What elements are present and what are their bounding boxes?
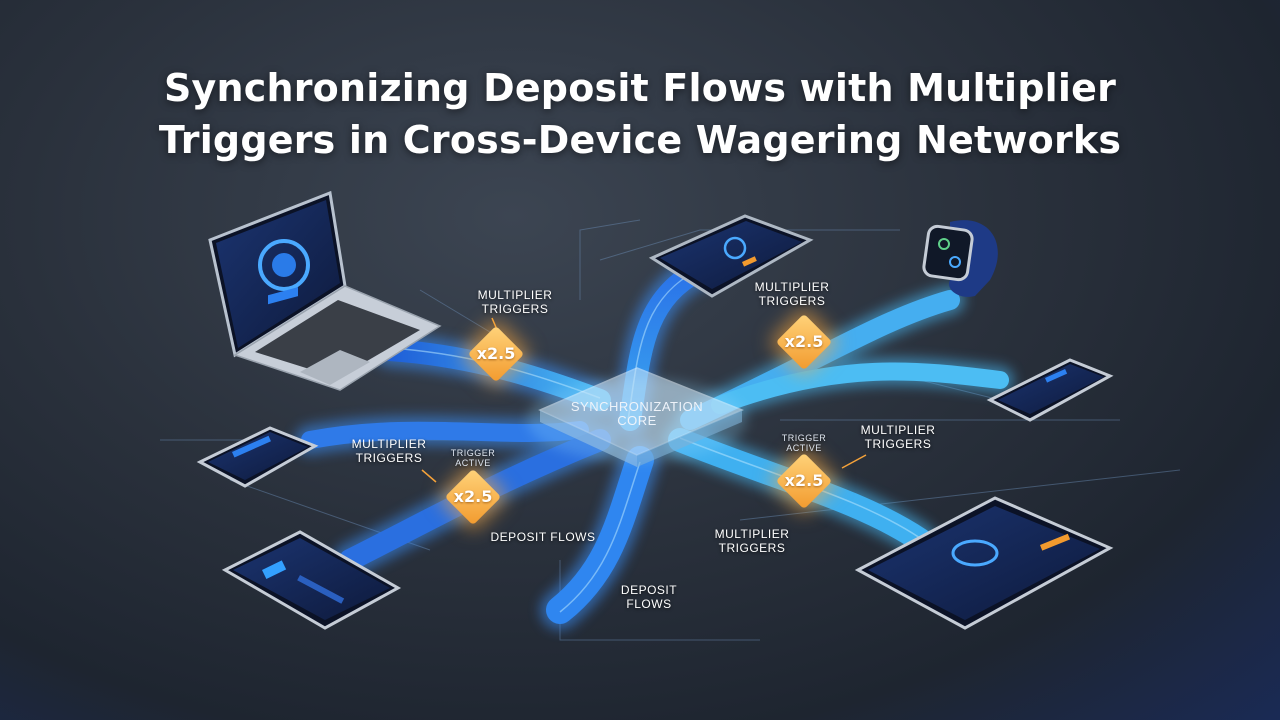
smartwatch-icon <box>922 220 998 297</box>
label-multiplier-triggers-5: MULTIPLIER TRIGGERS <box>715 527 790 555</box>
label-multiplier-triggers-1: MULTIPLIER TRIGGERS <box>478 288 553 316</box>
label-trigger-active-1: TRIGGER ACTIVE <box>451 448 496 468</box>
label-deposit-flows-2: DEPOSIT FLOWS <box>621 583 677 611</box>
label-line: TRIGGER <box>781 433 827 443</box>
label-line: TRIGGERS <box>355 451 423 465</box>
multiplier-value-2: x2.5 <box>784 332 824 351</box>
page-title: Synchronizing Deposit Flows with Multipl… <box>0 62 1280 166</box>
tablet-icon-top <box>648 214 814 298</box>
multiplier-badge-1: x2.5 <box>466 324 526 384</box>
phone-icon-bottom-left <box>221 530 402 630</box>
title-line-1: Synchronizing Deposit Flows with Multipl… <box>163 66 1117 110</box>
label-line: FLOWS <box>626 597 672 611</box>
multiplier-badge-2: x2.5 <box>774 312 834 372</box>
label-multiplier-triggers-3: MULTIPLIER TRIGGERS <box>352 437 427 465</box>
multiplier-badge-3: x2.5 <box>443 467 503 527</box>
core-label-line-2: CORE <box>617 413 657 428</box>
label-line: TRIGGERS <box>718 541 786 555</box>
label-line: DEPOSIT FLOWS <box>490 530 596 544</box>
multiplier-value-1: x2.5 <box>476 344 516 363</box>
label-line: MULTIPLIER <box>714 527 790 541</box>
label-line: ACTIVE <box>455 458 491 468</box>
label-multiplier-triggers-4: MULTIPLIER TRIGGERS <box>861 423 936 451</box>
label-line: MULTIPLIER <box>351 437 427 451</box>
multiplier-badge-4: x2.5 <box>774 451 834 511</box>
core-label-line-1: SYNCHRONIZATION <box>570 399 704 414</box>
phone-icon-left <box>196 426 319 488</box>
multiplier-value-4: x2.5 <box>784 471 824 490</box>
label-line: TRIGGER <box>450 448 496 458</box>
tablet-icon-bottom-right <box>854 496 1114 630</box>
synchronization-core <box>527 367 747 467</box>
flow-right-phone <box>711 362 1009 414</box>
multiplier-value-3: x2.5 <box>453 487 493 506</box>
label-line: TRIGGERS <box>864 437 932 451</box>
label-line: DEPOSIT <box>620 583 678 597</box>
label-line: MULTIPLIER <box>860 423 936 437</box>
laptop-icon <box>208 190 442 391</box>
label-deposit-flows-1: DEPOSIT FLOWS <box>491 530 596 544</box>
phone-icon-right <box>986 358 1114 422</box>
label-trigger-active-2: TRIGGER ACTIVE <box>782 433 827 453</box>
label-multiplier-triggers-2: MULTIPLIER TRIGGERS <box>755 280 830 308</box>
synchronization-core-label: SYNCHRONIZATION CORE <box>571 400 703 428</box>
label-line: MULTIPLIER <box>477 288 553 302</box>
label-line: TRIGGERS <box>481 302 549 316</box>
label-line: ACTIVE <box>786 443 822 453</box>
label-line: TRIGGERS <box>758 294 826 308</box>
title-line-2: Triggers in Cross-Device Wagering Networ… <box>158 118 1122 162</box>
label-line: MULTIPLIER <box>754 280 830 294</box>
